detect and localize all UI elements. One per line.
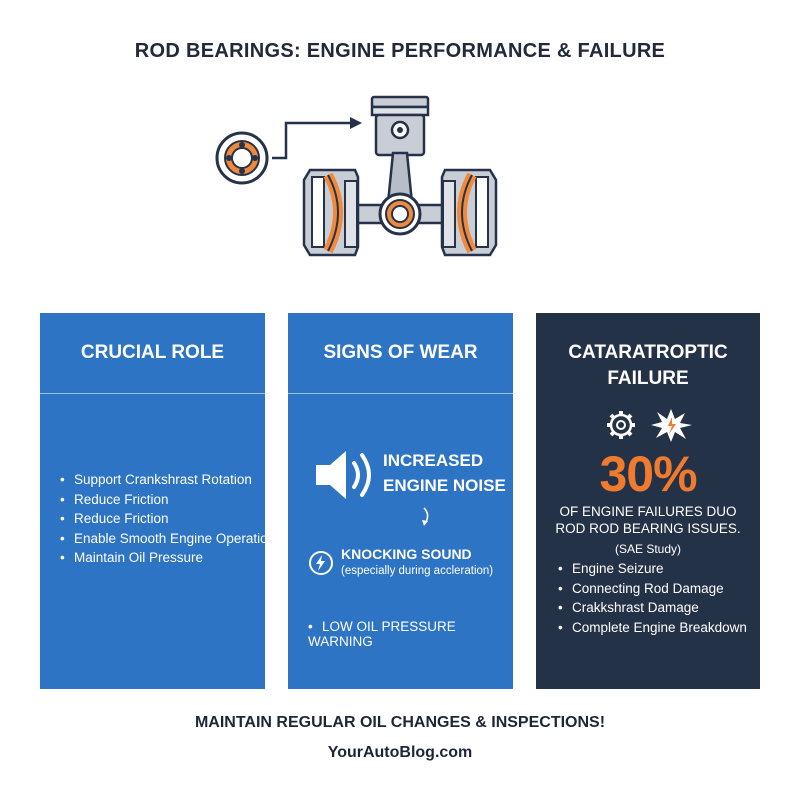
list-item: Complete Engine Breakdown [558, 618, 747, 638]
knocking-sound-note: (especially during accleration) [341, 565, 494, 577]
panel-divider [288, 393, 513, 394]
failure-heading: CATARATROPTIC FAILURE [568, 341, 728, 389]
list-item: Crakkshrast Damage [558, 598, 747, 618]
list-item: Connecting Rod Damage [558, 579, 747, 599]
list-item: Reduce Friction [60, 490, 275, 510]
list-item: Enable Smooth Engine Operation [60, 529, 275, 549]
list-item: Maintain Oil Pressure [60, 548, 275, 568]
failure-stat: 30% [599, 446, 697, 502]
stat-source: (SAE Study) [614, 542, 682, 556]
failure-icons [607, 409, 692, 442]
bearing-icon [215, 131, 269, 185]
stat-line-1: OF ENGINE FAILURES DUO [559, 504, 737, 519]
call-to-action: MAINTAIN REGULAR OIL CHANGES & INSPECTIO… [194, 714, 606, 731]
increased-noise-label: INCREASED ENGINE NOISE [383, 448, 506, 498]
crucial-role-panel: CRUCIAL ROLE Support Crankshrast Rotatio… [40, 313, 275, 689]
stat-line-2: ROD ROD BEARING ISSUES. [555, 521, 741, 536]
speaker-icon [316, 451, 371, 499]
crucial-role-heading: CRUCIAL ROLE [80, 342, 225, 363]
explosion-icon [651, 409, 692, 442]
signs-of-wear-heading: SIGNS OF WEAR [323, 342, 478, 363]
engine-illustration [215, 95, 498, 257]
piston-connecting-rod-icon [370, 95, 430, 205]
page-title: ROD BEARINGS: ENGINE PERFORMANCE & FAILU… [134, 40, 666, 62]
noise-line-2: ENGINE NOISE [383, 476, 506, 495]
low-oil-warning: LOW OIL PRESSURE WARNING [308, 619, 513, 649]
noise-line-1: INCREASED [383, 451, 484, 470]
site-name: YourAutoBlog.com [327, 744, 473, 761]
arrow-icon [272, 117, 362, 160]
catastrophic-failure-panel: CATARATROPTIC FAILURE 30% OF ENGINE FAIL… [536, 313, 760, 689]
crankshaft-bearing-icon [302, 168, 498, 257]
lightning-icon [309, 551, 333, 575]
failure-list: Engine Seizure Connecting Rod Damage Cra… [558, 559, 747, 637]
crucial-role-list: Support Crankshrast Rotation Reduce Fric… [60, 470, 275, 568]
curved-arrow-icon [422, 507, 429, 526]
panel-divider [40, 393, 265, 394]
failure-stat-description: OF ENGINE FAILURES DUO ROD ROD BEARING I… [536, 503, 760, 537]
signs-of-wear-panel: SIGNS OF WEAR INCREASED ENGINE NOISE KNO… [288, 313, 513, 689]
knocking-sound-label: KNOCKING SOUND [341, 546, 472, 562]
list-item: Engine Seizure [558, 559, 747, 579]
list-item: Reduce Friction [60, 509, 275, 529]
list-item: Support Crankshrast Rotation [60, 470, 275, 490]
gear-icon [607, 411, 635, 439]
